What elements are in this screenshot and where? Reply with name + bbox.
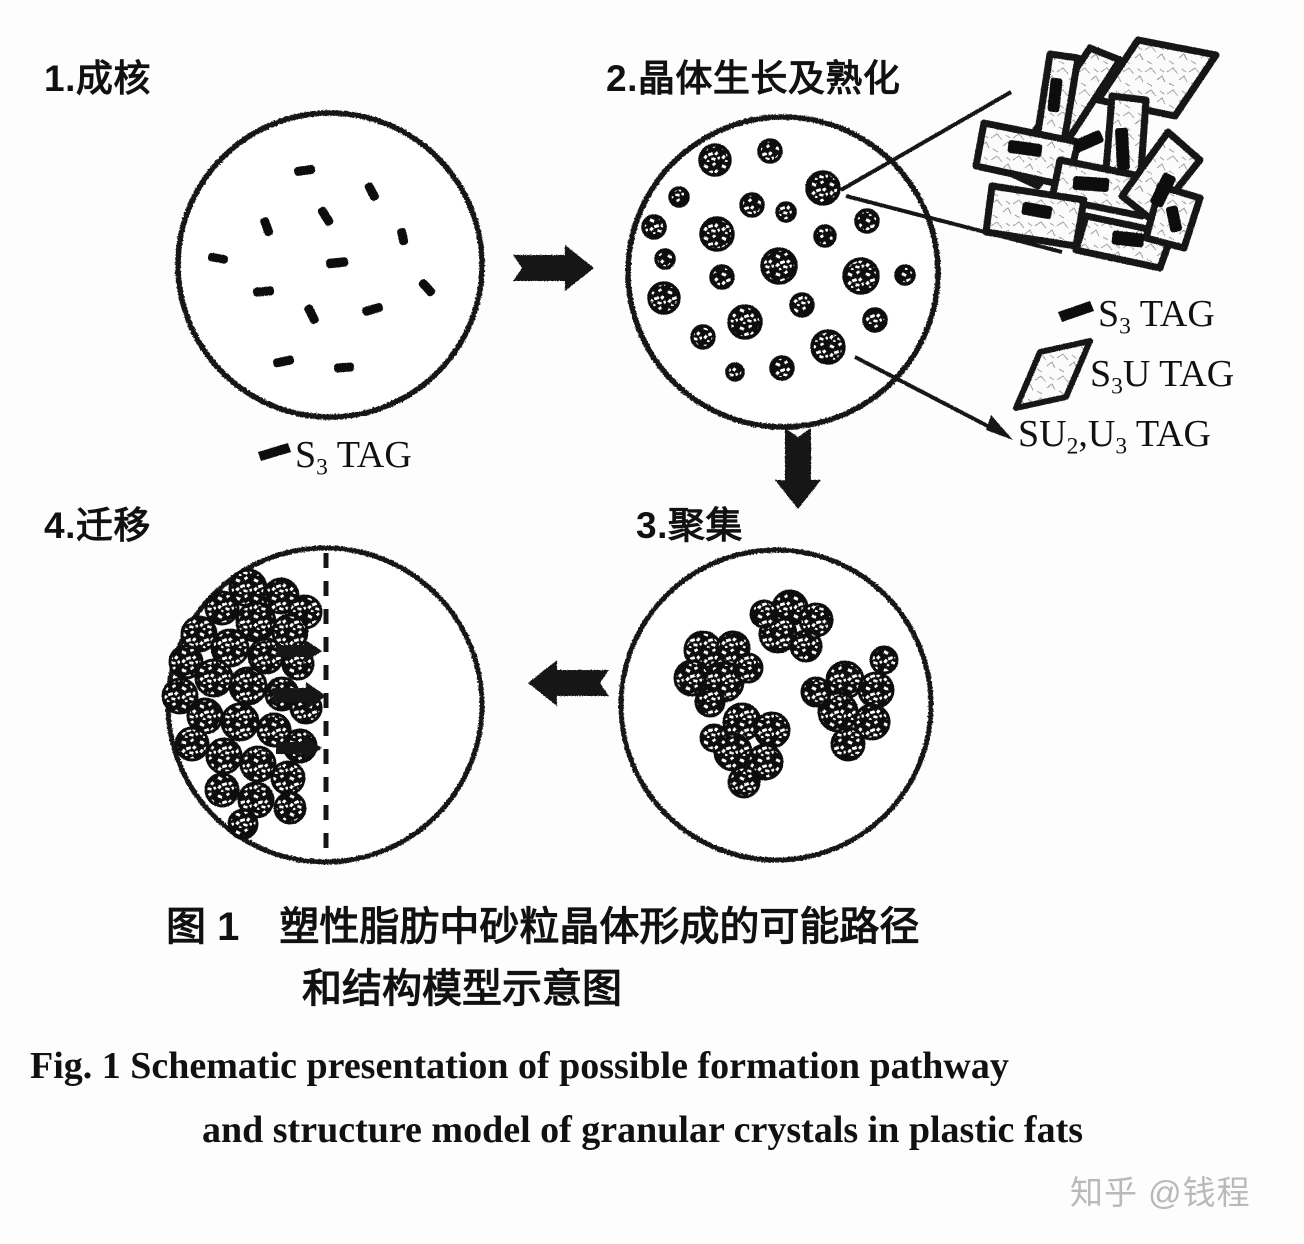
stage-label-migration: 4.迁移 <box>44 505 151 546</box>
figure-caption: 图 1 塑性脂肪中砂粒晶体形成的可能路径 和结构模型示意图 Fig. 1 Sch… <box>0 896 1304 1162</box>
caption-chinese: 图 1 塑性脂肪中砂粒晶体形成的可能路径 和结构模型示意图 <box>0 896 1304 1020</box>
legend-marker-platelet-icon <box>1013 338 1093 411</box>
arrow-nucleation-to-growth <box>513 245 594 291</box>
circle-migration <box>161 545 485 865</box>
arrow-to-su2u3-label <box>854 355 1013 440</box>
magnified-crystal-cluster <box>972 36 1220 272</box>
callout-lines-to-inset <box>840 90 1063 254</box>
arrow-aggregation-to-migration <box>528 660 609 706</box>
circle-growth <box>625 114 941 430</box>
stage-label-aggregation: 3.聚集 <box>636 505 743 546</box>
diagram-stage: 1.成核 2.晶体生长及熟化 3.聚集 4.迁移 S3 TAG S3 TAG S… <box>44 36 1235 865</box>
caption-english-line1: Fig. 1 Schematic presentation of possibl… <box>30 1045 1009 1087</box>
migration-aggregate-mass <box>161 568 323 840</box>
caption-chinese-line2: 和结构模型示意图 <box>302 967 622 1011</box>
stage-label-nucleation: 1.成核 <box>44 58 151 99</box>
arrow-growth-to-aggregation <box>775 428 821 509</box>
circle-nucleation <box>175 110 485 420</box>
inline-s3-tag-text: S3 TAG <box>295 434 412 481</box>
legend-marker-rod-icon <box>1058 301 1094 322</box>
s3-inclusions <box>1007 77 1183 248</box>
stage-label-growth: 2.晶体生长及熟化 <box>606 58 901 99</box>
caption-english: Fig. 1 Schematic presentation of possibl… <box>0 1034 1304 1162</box>
legend-label-s3u-tag: S3U TAG <box>1090 353 1235 400</box>
schematic-drawing <box>161 36 1220 865</box>
nuclei-group <box>207 164 436 373</box>
caption-english-line2: and structure model of granular crystals… <box>202 1109 1084 1151</box>
legend-label-s3-tag: S3 TAG <box>1098 293 1215 340</box>
zhihu-watermark: 知乎 @钱程 <box>1070 1174 1251 1211</box>
migration-arrows <box>272 639 326 760</box>
legend-label-su2u3-tag: SU2,U3 TAG <box>1018 413 1211 460</box>
s3-tag-marker-icon <box>258 443 291 461</box>
aggregate-clusters <box>673 589 899 799</box>
granules-group <box>641 138 916 382</box>
inline-s3-tag-label: S3 TAG <box>295 433 412 482</box>
caption-chinese-line1: 图 1 塑性脂肪中砂粒晶体形成的可能路径 <box>166 905 920 949</box>
circle-aggregation <box>618 547 934 863</box>
